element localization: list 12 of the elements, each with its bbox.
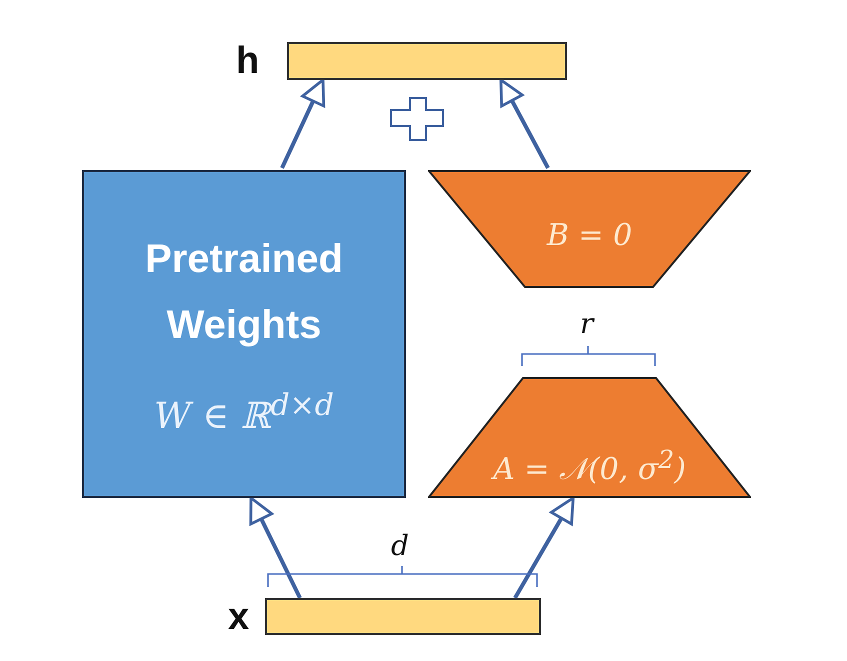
arrow	[500, 78, 550, 169]
math-formula: A = 𝒩(0, σ$^{2}$)	[428, 445, 751, 487]
arrow	[249, 496, 302, 599]
vector-label: h	[236, 42, 260, 80]
math-formula: W ∈ ℝ$^{d×d}$	[152, 388, 335, 437]
dimension-label: r	[580, 310, 594, 338]
vector-label: x	[228, 598, 250, 636]
arrow	[513, 496, 575, 599]
dimension-label: d	[391, 532, 409, 560]
box-title: Pretrained Weights	[144, 236, 344, 349]
math-formula: B = 0	[546, 218, 634, 253]
arrow	[280, 78, 326, 169]
